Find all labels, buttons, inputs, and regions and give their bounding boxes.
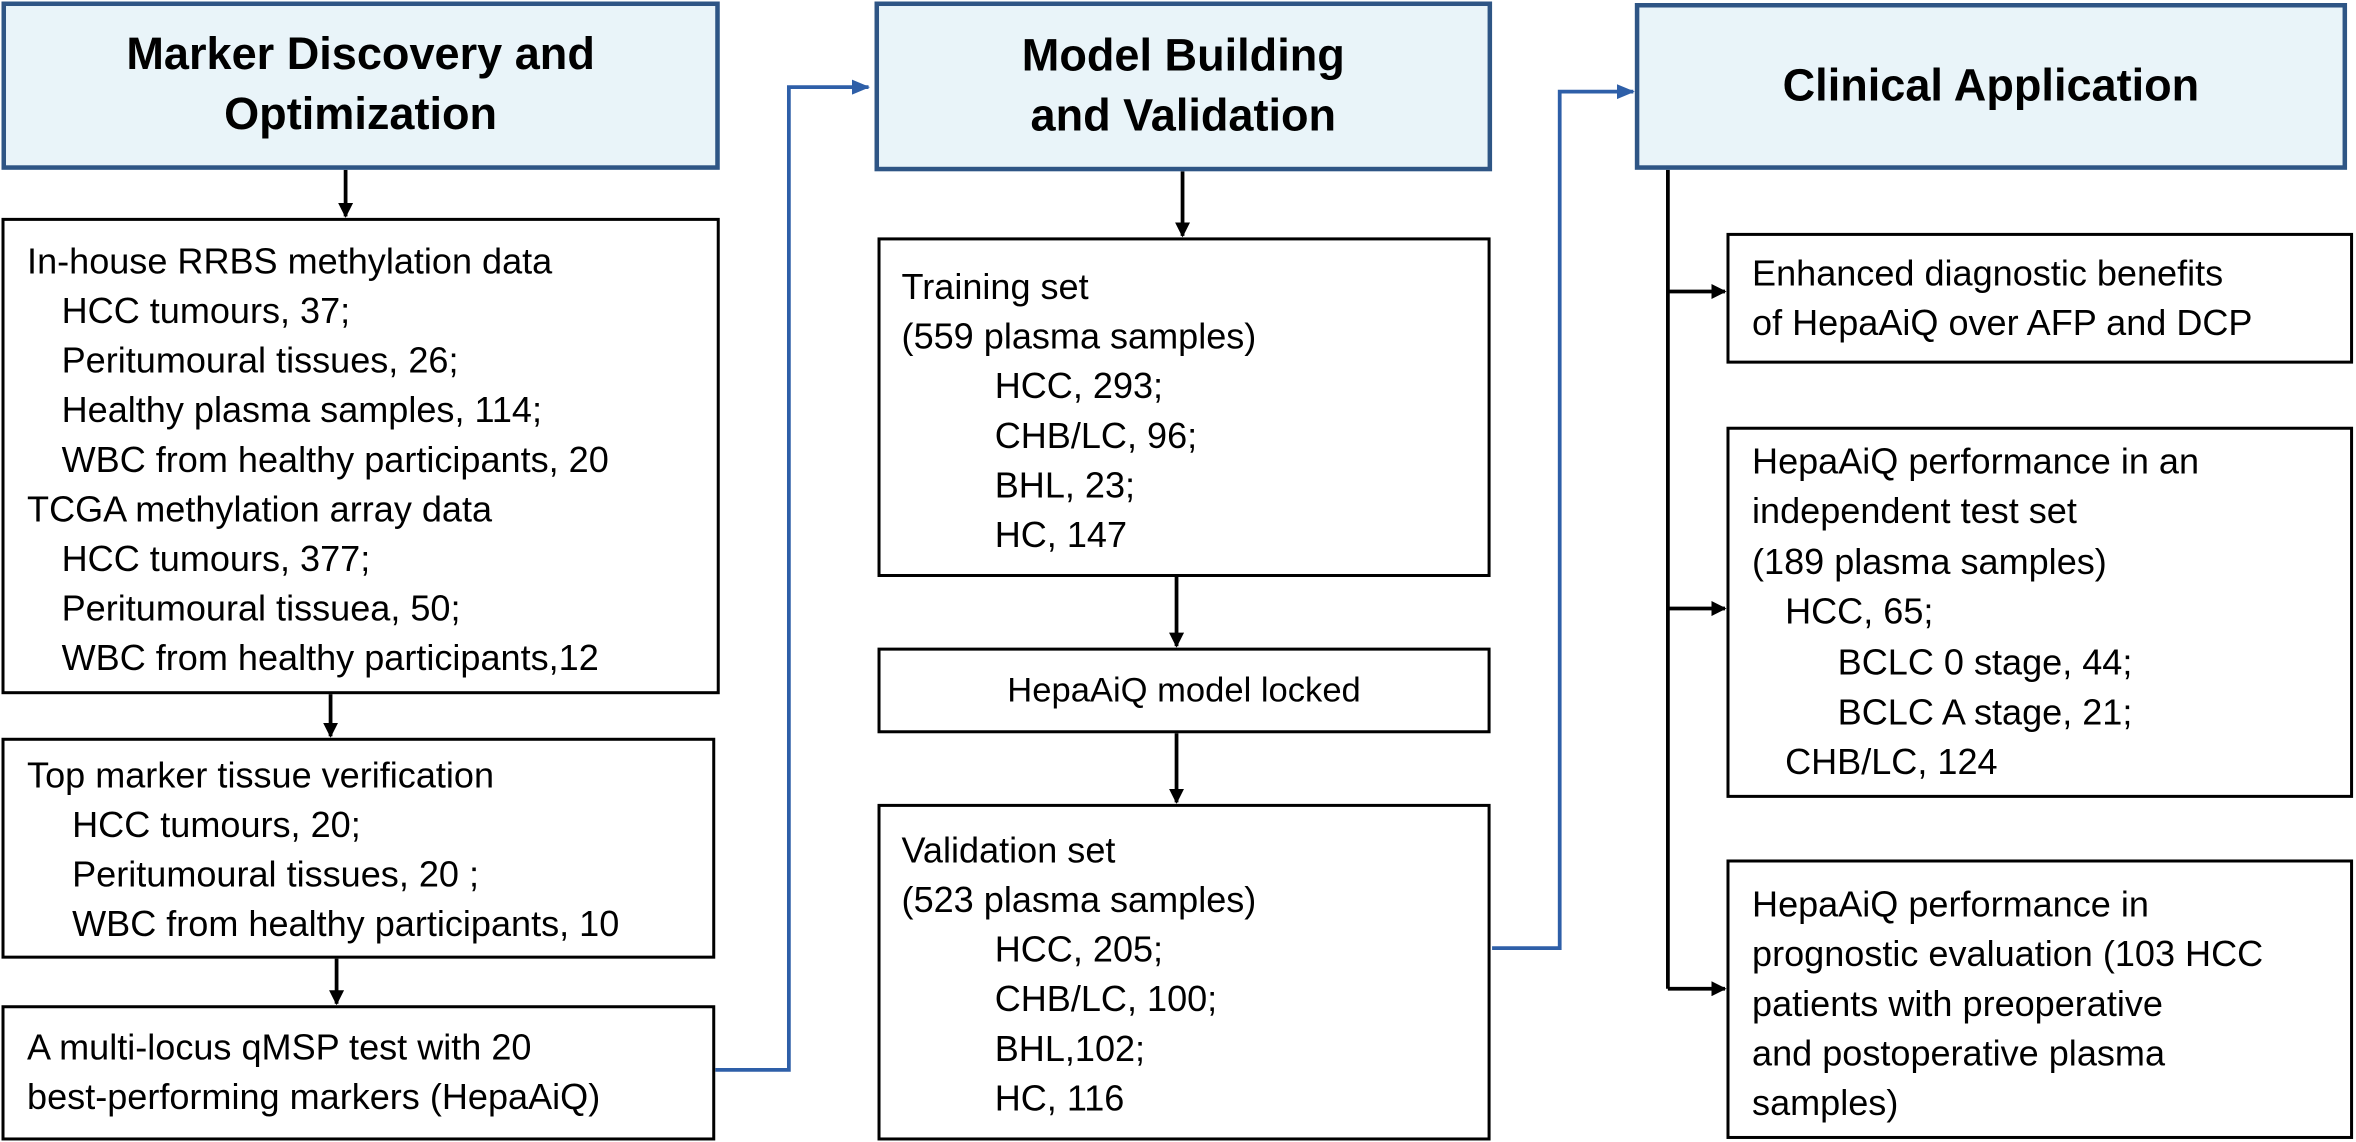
list-item: HCC tumours, 37; <box>61 291 351 333</box>
prognostic-evaluation-box: HepaAiQ performance in prognostic evalua… <box>1726 859 2354 1139</box>
list-item: (559 plasma samples) <box>901 317 1257 358</box>
header-marker-discovery-text: Marker Discovery and Optimization <box>126 30 595 140</box>
list-item: prognostic evaluation (103 HCC <box>1752 934 2264 976</box>
list-item: patients with preoperative <box>1752 984 2163 1025</box>
header-marker-discovery: Marker Discovery and Optimization <box>1 1 720 170</box>
list-item: BHL, 23; <box>994 465 1136 507</box>
independent-test-box: HepaAiQ performance in an independent te… <box>1726 426 2354 798</box>
list-item: Peritumoural tissuea, 50; <box>61 589 461 630</box>
list-item: BCLC A stage, 21; <box>1837 692 2133 734</box>
connector-discovery-to-model <box>715 79 871 1072</box>
list-item: and postoperative plasma <box>1752 1033 2166 1075</box>
header-model-building: Model Building and Validation <box>874 1 1493 172</box>
list-item: of HepaAiQ over AFP and DCP <box>1752 303 2253 345</box>
list-item: In-house RRBS methylation data <box>27 241 553 283</box>
header-clinical-application-text: Clinical Application <box>1782 60 2200 111</box>
methylation-data-box: In-house RRBS methylation data HCC tumou… <box>1 217 720 695</box>
list-item: independent test set <box>1752 491 2077 532</box>
list-item: BHL,102; <box>994 1029 1146 1070</box>
list-item: HC, 147 <box>994 515 1128 556</box>
connector-model-to-clinical <box>1492 84 1635 951</box>
tissue-verification-box: Top marker tissue verification HCC tumou… <box>1 737 716 959</box>
validation-set-box: Validation set (523 plasma samples) HCC,… <box>877 803 1491 1141</box>
list-item: HCC tumours, 20; <box>72 805 361 846</box>
list-item: samples) <box>1752 1083 1899 1124</box>
list-item: HepaAiQ performance in <box>1752 885 2149 926</box>
list-item: HepaAiQ performance in an <box>1752 441 2200 483</box>
list-item: HCC, 65; <box>1785 592 1934 633</box>
list-item: (189 plasma samples) <box>1752 542 2107 584</box>
training-set-box: Training set (559 plasma samples) HCC, 2… <box>877 237 1491 577</box>
list-item: HCC, 293; <box>994 366 1164 408</box>
list-item: CHB/LC, 100; <box>994 979 1218 1021</box>
list-item: CHB/LC, 124 <box>1785 742 1998 783</box>
qmsp-test-box: A multi-locus qMSP test with 20 best-per… <box>1 1005 716 1141</box>
list-item: CHB/LC, 96; <box>994 416 1198 457</box>
list-item: WBC from healthy participants,12 <box>61 638 599 680</box>
list-item: (523 plasma samples) <box>901 880 1257 922</box>
header-clinical-application: Clinical Application <box>1634 3 2348 170</box>
list-item: best-performing markers (HepaAiQ) <box>27 1077 601 1118</box>
list-item: Peritumoural tissues, 26; <box>61 341 459 382</box>
list-item: A multi-locus qMSP test with 20 <box>27 1027 532 1069</box>
list-item: HCC tumours, 377; <box>61 539 371 581</box>
list-item: Peritumoural tissues, 20 ; <box>72 854 480 896</box>
list-item: Enhanced diagnostic benefits <box>1752 253 2224 295</box>
list-item: TCGA methylation array data <box>27 489 493 531</box>
list-item: HCC, 205; <box>994 930 1164 971</box>
list-item: Healthy plasma samples, 114; <box>61 390 543 432</box>
list-item: WBC from healthy participants, 20 <box>61 440 609 481</box>
list-item: HC, 116 <box>994 1078 1125 1120</box>
list-item: Training set <box>901 267 1089 309</box>
list-item: Validation set <box>901 830 1116 872</box>
list-item: Top marker tissue verification <box>27 755 495 797</box>
model-locked-box: HepaAiQ model locked <box>877 647 1491 734</box>
header-model-building-text: Model Building and Validation <box>1021 30 1345 141</box>
list-item: BCLC 0 stage, 44; <box>1837 643 2133 684</box>
diagnostic-benefits-box: Enhanced diagnostic benefits of HepaAiQ … <box>1726 232 2354 364</box>
model-locked-label: HepaAiQ model locked <box>1007 670 1361 710</box>
list-item: WBC from healthy participants, 10 <box>72 904 620 946</box>
